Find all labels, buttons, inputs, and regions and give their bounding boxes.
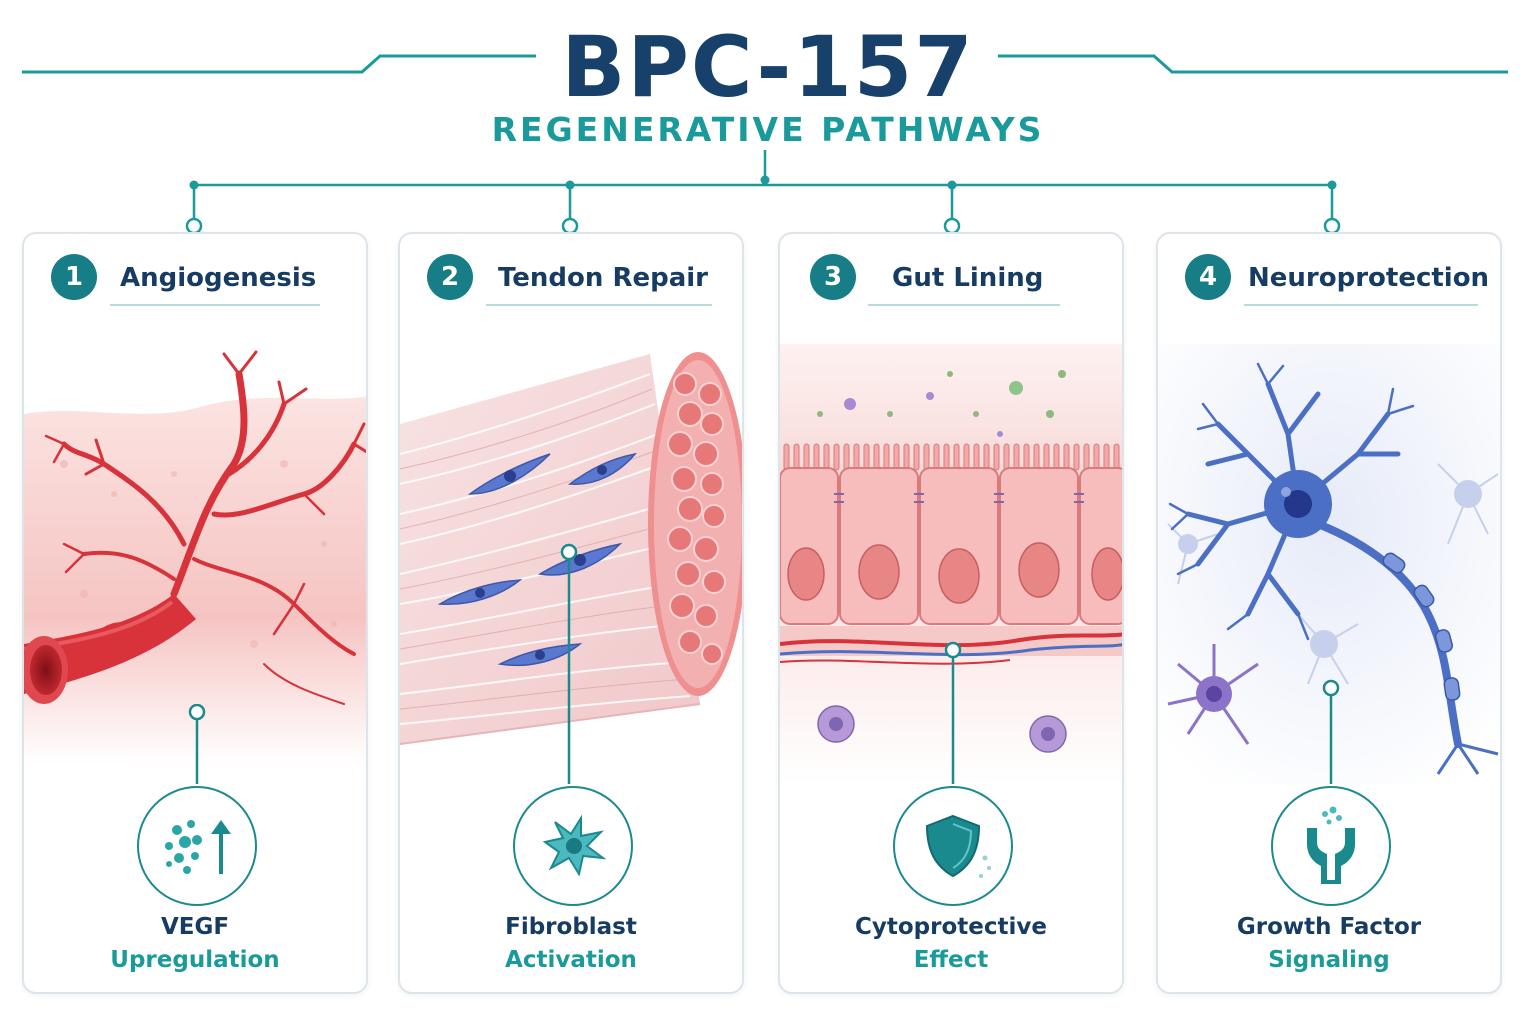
page-title: BPC-157 (561, 18, 975, 116)
card-number-badge: 1 (51, 254, 97, 300)
effect-icon-circle (893, 786, 1013, 906)
effect-icon-circle (1271, 786, 1391, 906)
card-title: Gut Lining (892, 263, 1044, 293)
title-underline (868, 304, 1060, 306)
effect-label-line1: Fibroblast (505, 914, 637, 940)
card-tendon-repair: 2 Tendon Repair (398, 232, 744, 994)
effect-icon-circle (137, 786, 257, 906)
card-gut-lining: 3 Gut Lining (778, 232, 1124, 994)
connector-to-effect (560, 543, 578, 784)
effect-label-line2: Effect (913, 947, 989, 973)
title-underline (1244, 304, 1478, 306)
card-title: Tendon Repair (498, 263, 709, 293)
card-title: Angiogenesis (120, 263, 317, 293)
effect-label-line2: Signaling (1268, 947, 1390, 973)
connector-to-effect (1322, 679, 1340, 784)
connector-to-effect (188, 704, 206, 784)
title-underline (486, 304, 712, 306)
card-number-badge: 2 (427, 254, 473, 300)
effect-label-line1: VEGF (160, 914, 230, 940)
title-underline (110, 304, 320, 306)
intestinal-epithelium-illustration (780, 344, 1122, 784)
effect-label-line1: Cytoprotective (855, 914, 1047, 940)
card-title: Neuroprotection (1248, 263, 1490, 293)
card-angiogenesis: 1 Angiogenesis (22, 232, 368, 994)
neurons-illustration (1158, 344, 1500, 784)
shield-icon (925, 814, 991, 878)
receptor-signaling-icon (1307, 806, 1355, 884)
blood-vessel-illustration (24, 350, 366, 764)
page-subtitle: REGENERATIVE PATHWAYS (491, 110, 1045, 149)
particles-up-arrow-icon (165, 820, 231, 874)
header: BPC-157 REGENERATIVE PATHWAYS (0, 0, 1536, 240)
card-number-badge: 3 (810, 254, 856, 300)
card-number-badge: 4 (1185, 254, 1231, 300)
effect-label-line2: Activation (505, 947, 637, 973)
fibroblast-cell-icon (542, 814, 607, 877)
card-neuroprotection: 4 Neuroprotection (1156, 232, 1502, 994)
effect-label-line2: Upregulation (110, 947, 280, 973)
connector-to-effect (944, 641, 962, 784)
tendon-fibers-illustration (400, 352, 742, 745)
effect-label-line1: Growth Factor (1236, 914, 1422, 940)
effect-icon-circle (513, 786, 633, 906)
